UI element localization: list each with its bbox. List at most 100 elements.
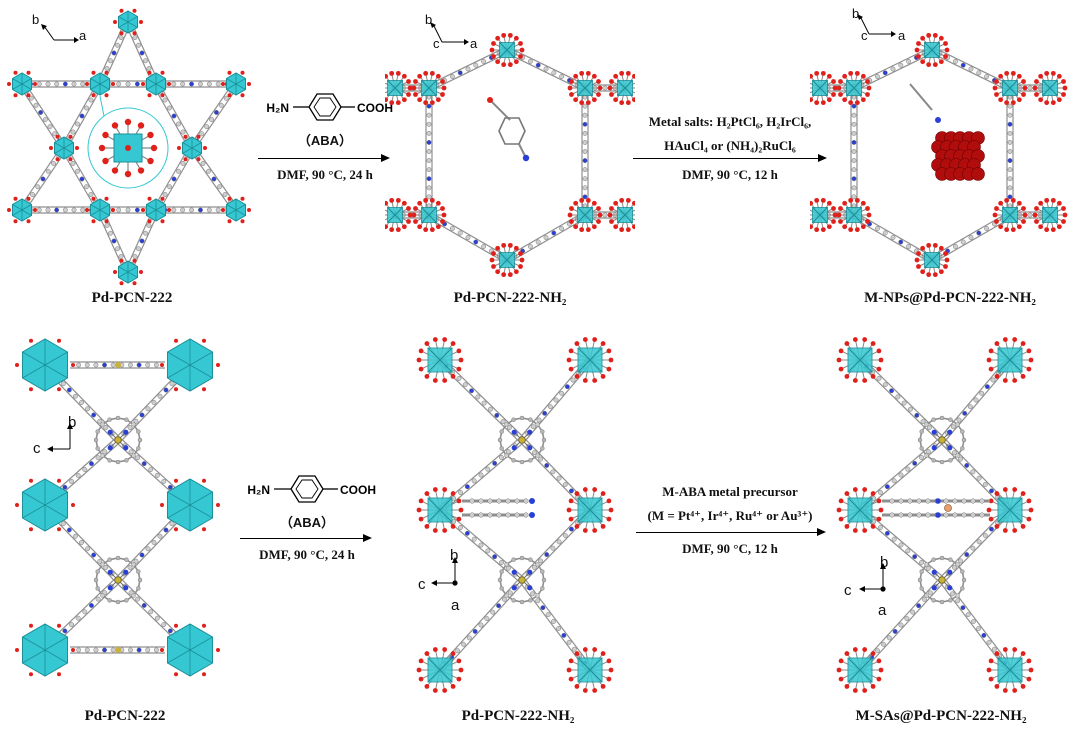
porphyrin-unit <box>497 415 547 465</box>
palladium-atom <box>115 362 121 368</box>
organic-linker <box>581 88 589 215</box>
reaction-step-m-aba-precursor: M-ABA metal precursor (M = Pt⁴⁺, Ir⁴⁺, R… <box>647 484 813 523</box>
pd-pcn-222-nh2-framework-top <box>385 0 635 290</box>
organic-linker <box>505 46 587 92</box>
zr6-cluster <box>15 338 75 392</box>
organic-linker <box>19 145 67 213</box>
zr6-cluster <box>810 70 838 106</box>
metal-nanoparticle <box>909 83 985 181</box>
framework-diagram-nanoparticle <box>810 32 1068 278</box>
zr6-cluster <box>489 242 525 278</box>
zr6-cluster <box>986 487 1034 533</box>
axis-label-b: b <box>852 6 860 21</box>
zr6-cluster <box>411 70 447 106</box>
pd-pcn-222-nh2-framework-bottom <box>400 335 640 700</box>
structure-label-pd-pcn-222-nh2: Pd-PCN-222-NH₂ <box>453 290 567 306</box>
single-atom-linker-pair <box>882 498 990 518</box>
reaction-step-aba-bottom: H₂N COOH （ABA） <box>232 466 382 531</box>
axis-label-b: b <box>880 554 889 571</box>
reaction-step-aba-top: H₂N COOH （ABA） <box>255 84 395 149</box>
organic-linker <box>850 88 858 215</box>
organic-linker <box>857 357 945 443</box>
framework-diagram-amine <box>385 32 635 278</box>
zr6-cluster <box>141 196 171 224</box>
zr6-cluster <box>113 258 143 286</box>
reagent-acid: COOH <box>340 483 376 497</box>
zr6-cluster <box>113 8 143 36</box>
zr6-cluster <box>15 478 75 532</box>
organic-linker <box>427 46 509 92</box>
zr6-cluster <box>7 196 37 224</box>
palladium-atom <box>115 647 121 653</box>
organic-linker <box>939 357 1013 443</box>
zr6-cluster <box>836 70 872 106</box>
zr6-cluster <box>836 337 884 383</box>
axis-label-a: a <box>898 28 906 43</box>
axis-label-b: b <box>68 414 77 431</box>
zr6-cluster <box>160 338 220 392</box>
zr6-cluster <box>836 487 884 533</box>
zr6-cluster <box>607 70 635 106</box>
reagent-name: （ABA） <box>297 133 353 148</box>
m-nps-framework-top <box>810 0 1080 290</box>
zr6-cluster <box>177 134 207 162</box>
zr6-cluster <box>836 647 884 693</box>
zr6-cluster <box>566 647 614 693</box>
organic-linker <box>519 577 593 673</box>
axis-label-a: a <box>878 602 887 619</box>
framework-side-view <box>15 338 220 677</box>
axis-label-b: b <box>32 12 40 27</box>
zr6-cluster <box>85 196 115 224</box>
axis-arrows-icon <box>47 423 73 452</box>
organic-linker <box>437 357 525 443</box>
reaction-step-metal-salts: Metal salts: H₂PtCl₆, H₂IrCl₆, HAuCl₄ or… <box>648 114 812 153</box>
reagent-amine: H₂N <box>266 101 289 115</box>
zr6-cluster <box>85 70 115 98</box>
porphyrin-unit <box>497 555 547 605</box>
porphyrin-unit <box>917 415 967 465</box>
axis-arrows-icon <box>857 14 896 37</box>
axis-label-c: c <box>33 440 41 457</box>
axis-label-c: c <box>844 582 852 599</box>
reaction-arrow-bottom-1 <box>240 534 372 542</box>
pd-pcn-222-framework-top <box>0 0 260 290</box>
structure-label-pd-pcn-222: Pd-PCN-222 <box>91 290 173 306</box>
reagent-name: （ABA） <box>279 515 335 530</box>
zr6-cluster <box>160 623 220 677</box>
zr6-cluster <box>1032 70 1068 106</box>
highlight-pointer <box>99 95 105 117</box>
organic-linker <box>425 88 433 215</box>
organic-linker <box>519 357 593 443</box>
organic-linker <box>857 437 945 513</box>
porphyrin-unit <box>93 555 143 605</box>
zr6-cluster <box>914 242 950 278</box>
amine-linker <box>487 97 530 162</box>
zr6-cluster <box>385 70 413 106</box>
axis-label-c: c <box>418 576 426 593</box>
reaction-arrow-top-1 <box>258 154 390 162</box>
reagent-acid: COOH <box>357 101 393 115</box>
organic-linker <box>852 46 934 92</box>
organic-linker <box>70 361 165 369</box>
zr6-cluster <box>15 623 75 677</box>
axis-arrows-icon <box>431 557 458 586</box>
porphyrin-unit <box>917 555 967 605</box>
reaction-conditions-top-2: DMF, 90 °C, 12 h <box>682 167 778 182</box>
zr6-cluster <box>411 197 447 233</box>
axis-arrows-icon <box>859 563 886 592</box>
porphyrin-unit <box>93 415 143 465</box>
organic-linker <box>939 437 1013 513</box>
zr6-cluster <box>567 70 603 106</box>
axis-arrows-icon <box>430 22 469 45</box>
organic-linker <box>939 507 1013 583</box>
zr6-cluster <box>567 197 603 233</box>
framework-side-view-single-atoms <box>836 337 1034 693</box>
aba-molecule-icon: H₂N COOH <box>247 475 376 503</box>
axis-label-a: a <box>79 28 87 43</box>
organic-linker <box>930 46 1012 92</box>
reaction-conditions-top-1: DMF, 90 °C, 24 h <box>277 167 373 182</box>
zr6-cluster <box>221 196 251 224</box>
zr6-cluster <box>385 197 413 233</box>
framework-side-view-amine <box>416 337 614 693</box>
zr6-cluster <box>810 197 838 233</box>
